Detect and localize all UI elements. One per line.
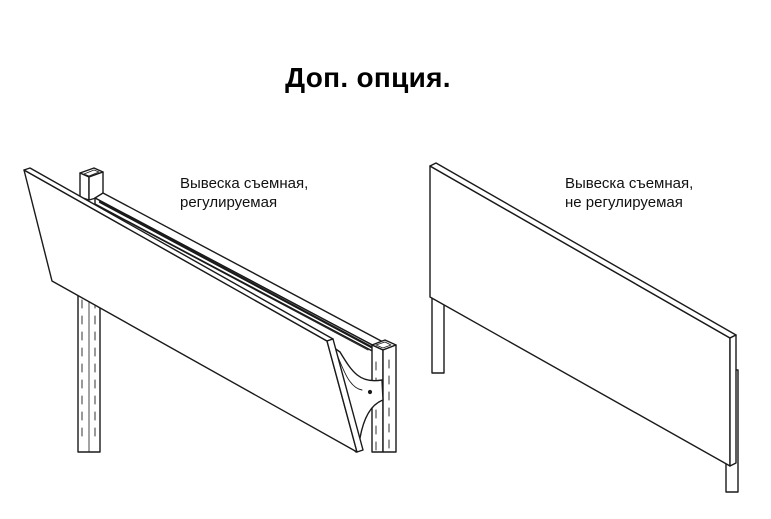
- caption-adjustable-line2: регулируемая: [180, 194, 278, 211]
- left-post-top: [79, 167, 104, 201]
- caption-fixed-line2: не регулируемая: [565, 194, 683, 211]
- caption-fixed-line1: Вывеска съемная,: [565, 175, 694, 192]
- fixed-sign-left-leg: [431, 295, 445, 374]
- adjustable-sign-panel: [23, 167, 364, 453]
- caption-adjustable-sign: Вывеска съемная, регулируемая: [180, 174, 308, 212]
- caption-adjustable-line1: Вывеска съемная,: [180, 175, 309, 192]
- fixed-sign-illustration: [429, 162, 739, 493]
- adjustable-sign-illustration: [23, 167, 397, 453]
- page-title: Доп. опция.: [285, 62, 451, 93]
- top-rail: [94, 192, 386, 355]
- caption-fixed-sign: Вывеска съемная, не регулируемая: [565, 174, 693, 212]
- left-post: [77, 289, 101, 453]
- left-post-slots: [81, 299, 96, 437]
- fixed-sign-panel: [429, 162, 737, 467]
